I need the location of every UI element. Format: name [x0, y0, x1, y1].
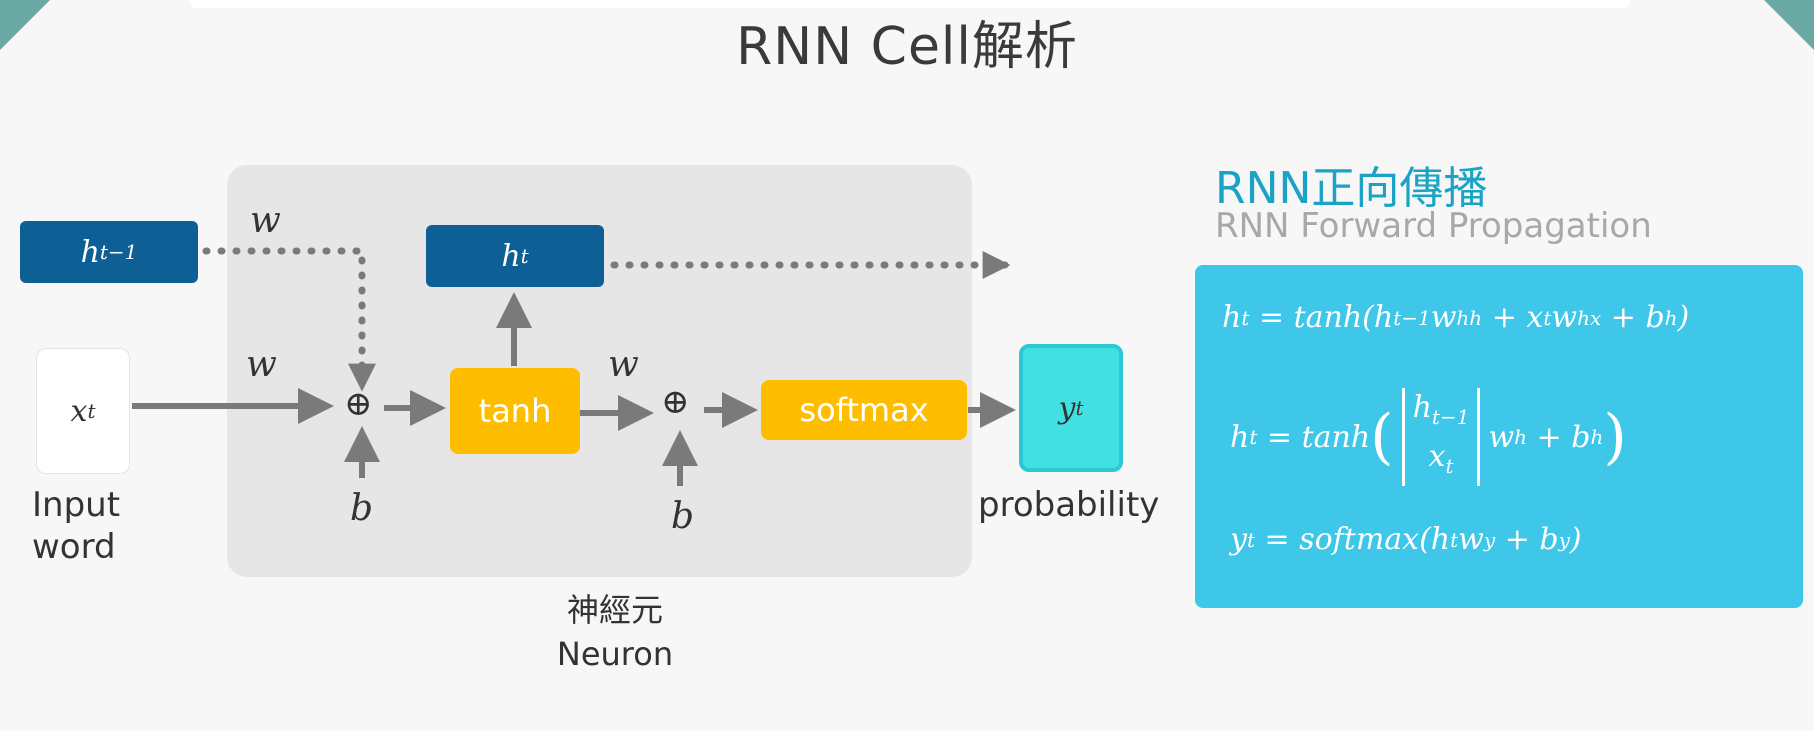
- x-t-subscript: t: [87, 399, 96, 423]
- weight-label-output: w: [608, 344, 639, 385]
- sum-operator-1: ⊕: [344, 384, 373, 424]
- h-t-label: h: [501, 238, 521, 274]
- forward-prop-title: RNN正向傳播: [1215, 163, 1488, 214]
- tanh-box: tanh: [450, 368, 580, 454]
- weight-label-input: w: [246, 344, 277, 385]
- input-word-line1: Input: [32, 485, 121, 525]
- corner-decoration-left: [0, 0, 50, 50]
- y-t-subscript: t: [1075, 396, 1084, 420]
- bias-label-2: b: [671, 496, 695, 537]
- h-prev-subscript: t−1: [99, 240, 138, 264]
- h-prev-label: h: [80, 234, 100, 270]
- sum-operator-2: ⊕: [661, 382, 690, 422]
- slide-title: RNN Cell解析: [736, 17, 1078, 77]
- weight-label-recurrent: w: [250, 200, 281, 241]
- x-t-label: x: [70, 393, 88, 429]
- bias-label-1: b: [350, 488, 374, 529]
- forward-prop-subtitle: RNN Forward Propagation: [1215, 206, 1652, 246]
- corner-decoration-right: [1764, 0, 1814, 50]
- y-t-label: y: [1058, 390, 1076, 426]
- equation-panel: [1195, 265, 1803, 608]
- softmax-box: softmax: [761, 380, 967, 440]
- recurrent-dotted-arrow: [172, 247, 376, 392]
- neuron-caption-en: Neuron: [556, 635, 674, 673]
- top-bar: [190, 0, 1630, 8]
- h-t-subscript: t: [520, 244, 529, 268]
- input-word-line2: word: [32, 527, 116, 567]
- input-word-label: Input word: [32, 484, 120, 568]
- probability-label: probability: [978, 485, 1160, 525]
- neuron-caption-zh: 神經元: [566, 591, 663, 629]
